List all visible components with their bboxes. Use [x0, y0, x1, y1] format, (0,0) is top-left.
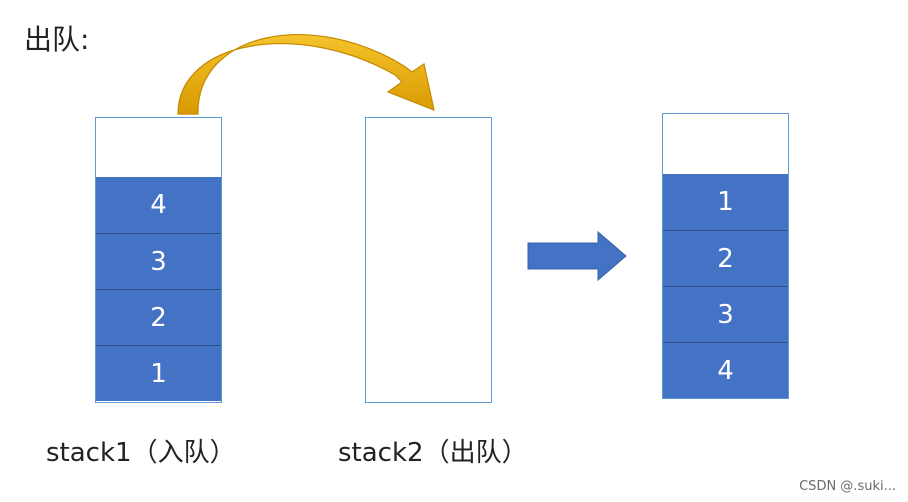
- stack1-cell-2: 2: [96, 289, 221, 345]
- stack1-cell-1: 1: [96, 345, 221, 401]
- stack2-container: [365, 117, 492, 403]
- watermark: CSDN @.suki...: [799, 479, 896, 494]
- result-cell-1: 1: [663, 174, 788, 230]
- result-cell-3: 3: [663, 286, 788, 342]
- result-stack-container: 1 2 3 4: [662, 113, 789, 399]
- stack1-cell-3: 3: [96, 233, 221, 289]
- right-block-arrow-icon: [527, 230, 627, 282]
- result-cell-2: 2: [663, 230, 788, 286]
- stack2-caption: stack2（出队）: [338, 438, 528, 468]
- result-cell-4: 4: [663, 342, 788, 398]
- diagram-title: 出队:: [24, 23, 90, 56]
- stack1-container: 4 3 2 1: [95, 117, 222, 403]
- curved-transfer-arrow-icon: [177, 34, 435, 115]
- stack1-cell-4: 4: [96, 177, 221, 233]
- stack1-caption: stack1（入队）: [46, 438, 236, 468]
